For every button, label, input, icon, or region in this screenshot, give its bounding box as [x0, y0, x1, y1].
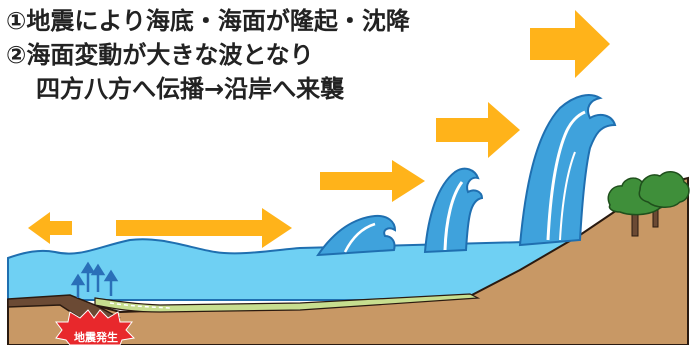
caption: ①地震により海底・海面が隆起・沈降 ②海面変動が大きな波となり 四方八方へ伝播→… — [6, 4, 526, 106]
right-arrow-icon — [116, 208, 292, 248]
tree-icon — [607, 171, 690, 237]
right-arrow-icon — [530, 10, 610, 78]
caption-line-3: 四方八方へ伝播→沿岸へ来襲 — [36, 75, 345, 103]
wave-small — [316, 214, 397, 257]
seafloor-dash — [109, 302, 171, 309]
sea-water — [7, 238, 601, 301]
right-arrow-icon — [320, 160, 425, 202]
epicenter-label: 地震発生 — [74, 330, 118, 344]
caption-line-2: ②海面変動が大きな波となり — [6, 41, 314, 69]
uplift-arrow-icon — [70, 261, 119, 298]
wave-medium — [423, 167, 484, 254]
left-arrow-icon — [28, 212, 72, 244]
explosion-icon: 地震発生 — [55, 309, 136, 345]
caption-line-1: ①地震により海底・海面が隆起・沈降 — [6, 7, 410, 35]
right-arrow-icon — [436, 102, 520, 158]
seafloor-layer — [94, 293, 481, 313]
wave-large — [518, 94, 617, 247]
